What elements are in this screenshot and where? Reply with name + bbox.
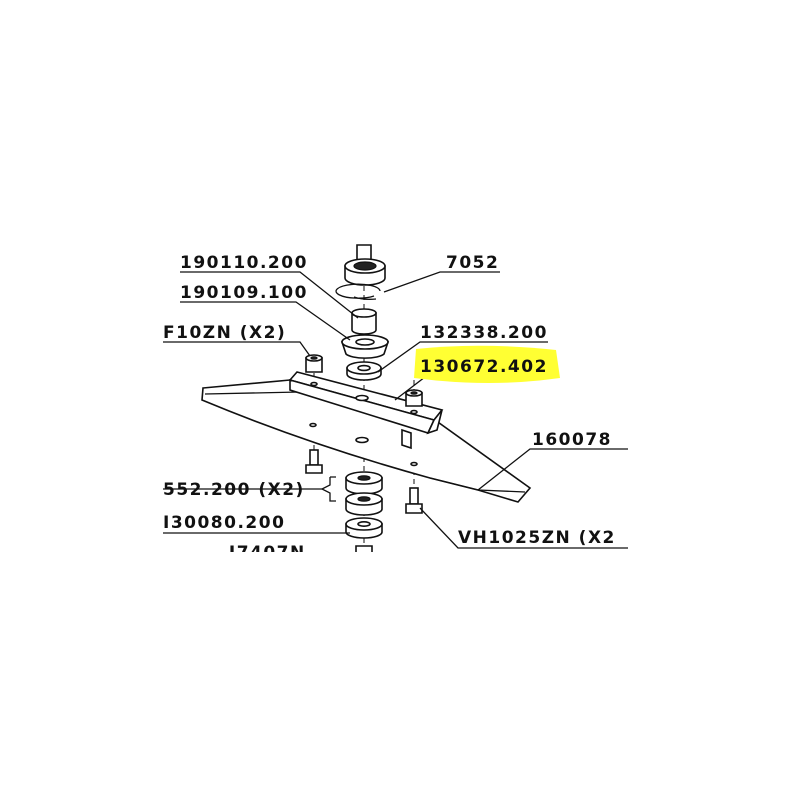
leader-vh1025 <box>419 507 628 549</box>
leader-160078 <box>477 448 628 491</box>
highlight-marker <box>414 345 560 383</box>
blade-support-part <box>288 371 444 450</box>
washer-stack-part <box>345 471 383 516</box>
label-552-200-x2: 552.200 (X2) <box>163 480 305 500</box>
label-160078: 160078 <box>532 430 612 450</box>
bottom-washer-part <box>345 517 383 539</box>
cup-washer-part <box>340 334 390 359</box>
nut-left-part <box>305 354 323 373</box>
label-130080-200: I30080.200 <box>163 513 285 533</box>
leader-f10zn <box>163 341 311 357</box>
brace-552 <box>320 476 336 502</box>
label-vh1025zn-x2: VH1025ZN (X2 <box>458 528 616 548</box>
label-7052: 7052 <box>446 253 499 273</box>
label-132338-200: 132338.200 <box>420 323 548 343</box>
label-f10zn-x2: F10ZN (X2) <box>163 323 286 343</box>
leader-190109 <box>180 301 351 341</box>
label-190109-100: 190109.100 <box>180 283 308 303</box>
label-130672-402: 130672.402 <box>420 357 548 377</box>
bolt-left-part <box>305 449 323 474</box>
leader-132338 <box>377 341 548 373</box>
spacer-sleeve-part <box>351 308 377 335</box>
circlip-part <box>335 283 381 300</box>
label-190110-200: 190110.200 <box>180 253 308 273</box>
nut-right-part <box>405 389 423 407</box>
flat-washer-part <box>346 361 382 381</box>
leader-190110 <box>180 271 359 319</box>
bottom-crop-mask <box>0 552 800 800</box>
bearing-part <box>344 258 386 286</box>
leader-7052 <box>383 271 500 293</box>
bolt-right-part <box>405 487 423 514</box>
